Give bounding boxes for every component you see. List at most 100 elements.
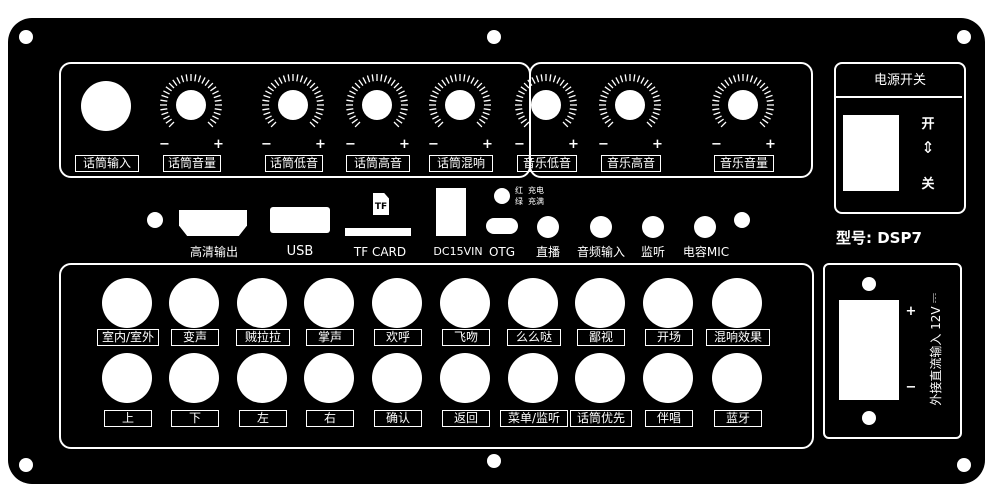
button-top-10[interactable] — [712, 278, 762, 328]
button-top-3[interactable] — [237, 278, 287, 328]
button-bottom-6[interactable] — [440, 353, 490, 403]
audio-in-label: 音频输入 — [576, 245, 625, 259]
live-label: 直播 — [535, 245, 560, 259]
mount-hole-top-left — [19, 30, 33, 44]
knob-cap[interactable] — [615, 90, 645, 120]
mount-hole-top-middle — [487, 30, 501, 44]
button-bottom-7[interactable] — [508, 353, 558, 403]
knob-music-volume[interactable] — [708, 70, 778, 140]
dc-external-connector[interactable] — [839, 300, 899, 400]
button-top-5[interactable] — [372, 278, 422, 328]
knob-music-treble[interactable] — [595, 70, 665, 140]
mic-input-jack[interactable] — [81, 81, 131, 131]
knob-cap[interactable] — [531, 90, 561, 120]
condenser-mic-led — [734, 212, 750, 228]
button-top-label: 飞吻 — [442, 329, 490, 346]
button-bottom-4[interactable] — [304, 353, 354, 403]
button-top-4[interactable] — [304, 278, 354, 328]
knob-label-music-bass: 音乐低音 — [517, 155, 577, 172]
dc-minus-label: − — [905, 380, 917, 395]
button-bottom-label: 返回 — [442, 410, 490, 427]
dc-plus-label: + — [905, 304, 917, 319]
button-bottom-1[interactable] — [102, 353, 152, 403]
knob-cap[interactable] — [445, 90, 475, 120]
knob-mic-reverb[interactable] — [425, 70, 495, 140]
knob-cap[interactable] — [176, 90, 206, 120]
audio-in-jack[interactable] — [590, 216, 612, 238]
condenser-mic-jack[interactable] — [694, 216, 716, 238]
otg-port[interactable] — [486, 218, 518, 234]
knob-scale-ticks — [262, 74, 324, 128]
button-top-2[interactable] — [169, 278, 219, 328]
dc-in-port[interactable] — [436, 188, 466, 236]
button-top-label: 么么哒 — [507, 329, 561, 346]
knob-label-music-volume: 音乐音量 — [714, 155, 774, 172]
button-bottom-8[interactable] — [575, 353, 625, 403]
button-top-6[interactable] — [440, 278, 490, 328]
button-top-7[interactable] — [508, 278, 558, 328]
knob-plus-sign: + — [213, 137, 224, 152]
condenser-mic-label: 电容MIC — [682, 245, 730, 259]
knob-cap[interactable] — [278, 90, 308, 120]
monitor-label: 监听 — [640, 245, 665, 259]
knob-cap[interactable] — [728, 90, 758, 120]
mount-hole-top-right — [957, 30, 971, 44]
knob-cap[interactable] — [362, 90, 392, 120]
tf-card-icon — [373, 193, 389, 215]
knob-mic-volume[interactable] — [156, 70, 226, 140]
model-number: 型号: DSP7 — [836, 229, 922, 247]
mount-hole-bottom-middle — [487, 454, 501, 468]
button-bottom-label: 左 — [239, 410, 287, 427]
button-bottom-2[interactable] — [169, 353, 219, 403]
knob-minus-sign: − — [514, 137, 525, 152]
knob-scale-ticks — [515, 74, 577, 128]
knob-label-music-treble: 音乐高音 — [601, 155, 661, 172]
knob-minus-sign: − — [345, 137, 356, 152]
knob-label-mic-treble: 话筒高音 — [346, 155, 410, 172]
power-arrow-icon: ⇕ — [921, 138, 935, 157]
button-bottom-9[interactable] — [643, 353, 693, 403]
knob-plus-sign: + — [568, 137, 579, 152]
button-top-1[interactable] — [102, 278, 152, 328]
knob-music-bass[interactable] — [511, 70, 581, 140]
mic-input-label: 话筒输入 — [75, 155, 139, 172]
charge-red-label: 红 — [515, 186, 523, 195]
power-switch-title: 电源开关 — [873, 73, 926, 88]
hdmi-port[interactable] — [179, 210, 247, 236]
button-top-9[interactable] — [643, 278, 693, 328]
usb-label: USB — [286, 244, 314, 259]
button-top-label: 变声 — [171, 329, 219, 346]
indicator-led — [147, 212, 163, 228]
usb-port[interactable] — [270, 207, 330, 233]
charge-green-label: 绿 — [515, 197, 523, 206]
button-bottom-10[interactable] — [712, 353, 762, 403]
charge-red-text: 充电 — [528, 186, 544, 195]
button-bottom-3[interactable] — [237, 353, 287, 403]
dc-symbol-icon: ⎓ — [927, 292, 942, 304]
mount-hole-bottom-right — [957, 458, 971, 472]
tf-card-label: TF CARD — [353, 245, 407, 259]
button-bottom-5[interactable] — [372, 353, 422, 403]
knob-plus-sign: + — [482, 137, 493, 152]
knob-plus-sign: + — [315, 137, 326, 152]
knob-scale-ticks — [599, 74, 661, 128]
button-top-label: 掌声 — [306, 329, 354, 346]
knob-label-mic-bass: 话筒低音 — [265, 155, 323, 172]
button-top-8[interactable] — [575, 278, 625, 328]
power-switch[interactable] — [843, 115, 899, 191]
knob-mic-bass[interactable] — [258, 70, 328, 140]
knob-label-mic-reverb: 话筒混响 — [429, 155, 493, 172]
monitor-jack[interactable] — [642, 216, 664, 238]
otg-label: OTG — [488, 245, 516, 259]
knob-minus-sign: − — [711, 137, 722, 152]
tf-icon-text: TF — [374, 202, 388, 212]
knob-scale-ticks — [712, 74, 774, 128]
tf-card-slot[interactable] — [345, 228, 411, 236]
hdmi-label: 高清输出 — [189, 245, 238, 259]
knob-mic-treble[interactable] — [342, 70, 412, 140]
live-jack[interactable] — [537, 216, 559, 238]
knob-minus-sign: − — [598, 137, 609, 152]
mount-hole-bottom-left — [19, 458, 33, 472]
button-bottom-label: 确认 — [374, 410, 422, 427]
title-divider — [836, 96, 962, 98]
